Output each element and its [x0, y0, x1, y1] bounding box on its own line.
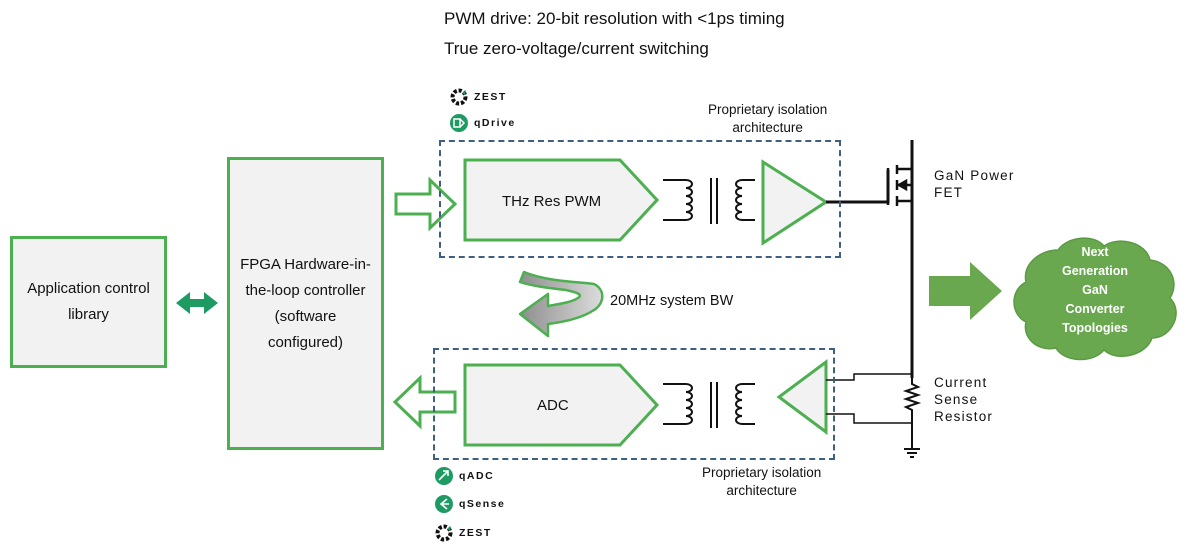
isolation-label-line: Proprietary isolation	[702, 465, 822, 480]
system-bw-label: 20MHz system BW	[610, 293, 734, 309]
bottom-isolation-boundary	[433, 348, 835, 460]
top-isolation-label: Proprietary isolation architecture	[708, 101, 827, 137]
adc-block-shape	[463, 363, 660, 447]
qadc-logo: qADC	[434, 466, 494, 486]
gate-driver-triangle	[761, 159, 829, 246]
fpga-block-line: configured)	[267, 333, 344, 351]
pwm-block-shape	[463, 158, 660, 242]
gear-icon	[435, 524, 453, 542]
isolation-label-line: architecture	[732, 120, 803, 135]
adc-block-label: ADC	[537, 397, 569, 414]
bottom-transformer-icon	[663, 382, 755, 428]
top-transformer-icon	[663, 178, 755, 224]
cloud-label-line: Generation	[1062, 264, 1128, 278]
top-isolation-boundary	[439, 140, 841, 258]
zest-logo: ZEST	[434, 523, 492, 543]
resistor-label-line: Sense	[934, 392, 979, 407]
fpga-block-line: the-loop controller	[245, 281, 366, 299]
fpga-block-line: FPGA Hardware-in-	[240, 255, 371, 273]
qdrive-logo: qDrive	[449, 113, 516, 133]
logo-text: qSense	[459, 498, 506, 510]
qadc-icon	[435, 467, 453, 485]
arrow-to-fpga	[392, 374, 457, 430]
fpga-block-line: (software	[274, 307, 337, 325]
cloud-label-line: Converter	[1065, 302, 1125, 316]
logo-text: ZEST	[459, 527, 492, 539]
gan-fet-icon	[886, 140, 914, 230]
qsense-logo: qSense	[434, 494, 505, 514]
feedback-arrow	[518, 270, 604, 338]
cloud-label-line: GaN	[1082, 283, 1108, 297]
output-arrow	[929, 262, 1002, 320]
app-control-library-block: Application control library	[10, 236, 167, 368]
sense-resistor-icon	[902, 378, 922, 448]
header-line-2: True zero-voltage/current switching	[444, 39, 709, 58]
cloud-shape	[1013, 237, 1177, 361]
zest-logo: ZEST	[449, 87, 507, 107]
isolation-label-line: Proprietary isolation	[708, 102, 828, 117]
sense-resistor-label: Current Sense Resistor	[934, 374, 993, 425]
header-line-1: PWM drive: 20-bit resolution with <1ps t…	[444, 9, 785, 28]
qdrive-icon	[450, 114, 468, 132]
bidirectional-arrow	[176, 292, 218, 314]
qsense-icon	[435, 495, 453, 513]
cloud-label: Next Generation GaN Converter Topologies	[1050, 243, 1140, 338]
cloud-label-line: Topologies	[1062, 321, 1128, 335]
app-block-line: library	[68, 306, 109, 323]
app-block-line: Application control	[27, 280, 150, 297]
resistor-label-line: Current	[934, 375, 988, 390]
isolation-label-line: architecture	[726, 483, 797, 498]
ground-icon	[904, 448, 920, 458]
fet-label-line: GaN Power	[934, 168, 1015, 183]
bottom-isolation-label: Proprietary isolation architecture	[702, 464, 821, 500]
gan-fet-label: GaN Power FET	[934, 167, 1015, 201]
fpga-controller-block: FPGA Hardware-in- the-loop controller (s…	[227, 157, 384, 450]
logo-text: qADC	[459, 470, 495, 482]
fet-label-line: FET	[934, 185, 964, 200]
cloud-label-line: Next	[1081, 245, 1109, 259]
sense-amp-triangle	[776, 359, 828, 435]
resistor-label-line: Resistor	[934, 409, 994, 424]
gear-icon	[450, 88, 468, 106]
logo-text: ZEST	[474, 91, 507, 103]
pwm-block-label: THz Res PWM	[502, 193, 602, 210]
logo-text: qDrive	[474, 117, 516, 129]
